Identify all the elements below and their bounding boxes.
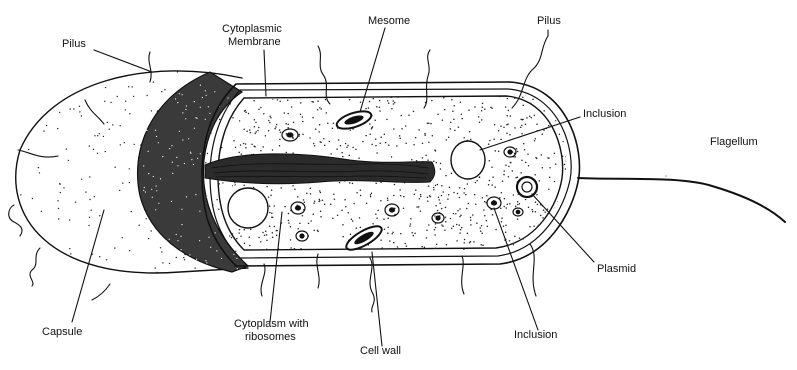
label-flagellum: Flagellum	[710, 136, 758, 148]
label-cell-wall: Cell wall	[360, 345, 401, 357]
plasmid	[517, 177, 537, 197]
label-mesome: Mesome	[368, 15, 410, 27]
label-inclusion-bottom: Inclusion	[514, 329, 557, 341]
label-cytoplasmic-membrane-line1: Cytoplasmic	[222, 23, 282, 35]
label-plasmid: Plasmid	[597, 263, 636, 275]
inclusion-vacuole-left	[228, 188, 268, 228]
label-pilus-right: Pilus	[537, 15, 561, 27]
inclusion-granules	[282, 129, 523, 241]
label-cytoplasm-line1: Cytoplasm with	[234, 318, 309, 330]
label-cytoplasm-line2: ribosomes	[245, 331, 296, 343]
label-capsule: Capsule	[42, 326, 82, 338]
label-pilus-left: Pilus	[62, 38, 86, 50]
label-cytoplasmic-membrane-line2: Membrane	[228, 36, 281, 48]
inclusion-vacuole-right	[451, 141, 485, 179]
flagellum	[578, 178, 785, 222]
label-inclusion-top: Inclusion	[583, 108, 626, 120]
nucleoid	[205, 154, 435, 184]
